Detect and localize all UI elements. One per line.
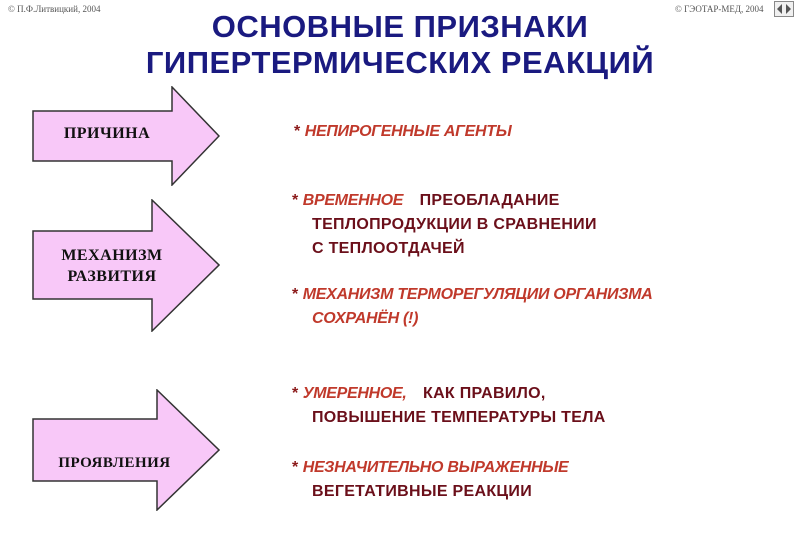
arrow-cause-shape	[32, 86, 220, 186]
item-mech1-line3: С ТЕПЛООТДАЧЕЙ	[312, 240, 465, 257]
bullet: *	[294, 123, 301, 140]
item-mech2-line2: СОХРАНЁН (!)	[312, 310, 419, 327]
arrow-mechanism: МЕХАНИЗМ РАЗВИТИЯ	[32, 199, 220, 332]
bullet: *	[292, 459, 299, 476]
copyright-left: © П.Ф.Литвицкий, 2004	[8, 4, 101, 14]
item-man1-line2: ПОВЫШЕНИЕ ТЕМПЕРАТУРЫ ТЕЛА	[312, 409, 606, 426]
item-mech1-line2: ТЕПЛОПРОДУКЦИИ В СРАВНЕНИИ	[312, 216, 597, 233]
item-man1-rest: КАК ПРАВИЛО,	[423, 385, 546, 402]
item-mech1-rest: ПРЕОБЛАДАНИЕ	[419, 192, 560, 209]
arrow-manifestations-label: ПРОЯВЛЕНИЯ	[58, 455, 171, 471]
item-man2-line2: ВЕГЕТАТИВНЫЕ РЕАКЦИИ	[312, 483, 533, 500]
page-title-line2: ГИПЕРТЕРМИЧЕСКИХ РЕАКЦИЙ	[145, 45, 655, 80]
arrow-manifestations-shape	[32, 389, 220, 511]
bullet: *	[292, 286, 299, 303]
arrow-mechanism-label-line1: МЕХАНИЗМ	[61, 247, 163, 264]
arrow-mechanism-label-line2: РАЗВИТИЯ	[67, 268, 157, 285]
bullet: *	[292, 385, 299, 402]
item-mechanism-1: * ВРЕМЕННОЕ ПРЕОБЛАДАНИЕ ТЕПЛОПРОДУКЦИИ …	[292, 189, 597, 261]
item-mech2-line1: МЕХАНИЗМ ТЕРМОРЕГУЛЯЦИИ ОРГАНИЗМА	[302, 286, 653, 303]
item-man2-italic: НЕЗНАЧИТЕЛЬНО ВЫРАЖЕННЫЕ	[302, 459, 569, 476]
item-mech1-italic: ВРЕМЕННОЕ	[302, 192, 404, 209]
item-manifestation-1: * УМЕРЕННОЕ, КАК ПРАВИЛО, ПОВЫШЕНИЕ ТЕМП…	[292, 382, 606, 430]
arrow-cause: ПРИЧИНА	[32, 86, 220, 219]
item-mechanism-2: * МЕХАНИЗМ ТЕРМОРЕГУЛЯЦИИ ОРГАНИЗМА СОХР…	[292, 283, 653, 331]
item-manifestation-2: * НЕЗНАЧИТЕЛЬНО ВЫРАЖЕННЫЕ ВЕГЕТАТИВНЫЕ …	[292, 456, 569, 504]
arrow-cause-label: ПРИЧИНА	[63, 125, 151, 142]
arrow-manifestations: ПРОЯВЛЕНИЯ	[32, 389, 220, 522]
item-cause: * НЕПИРОГЕННЫЕ АГЕНТЫ	[294, 120, 512, 144]
bullet: *	[292, 192, 299, 209]
item-cause-text: НЕПИРОГЕННЫЕ АГЕНТЫ	[304, 123, 512, 140]
arrow-mechanism-shape	[32, 199, 220, 332]
page-title-line1: ОСНОВНЫЕ ПРИЗНАКИ	[211, 9, 589, 44]
item-man1-italic: УМЕРЕННОЕ,	[302, 385, 407, 402]
nav-arrows-icon[interactable]	[774, 1, 794, 17]
copyright-right: © ГЭОТАР-МЕД, 2004	[675, 4, 764, 14]
